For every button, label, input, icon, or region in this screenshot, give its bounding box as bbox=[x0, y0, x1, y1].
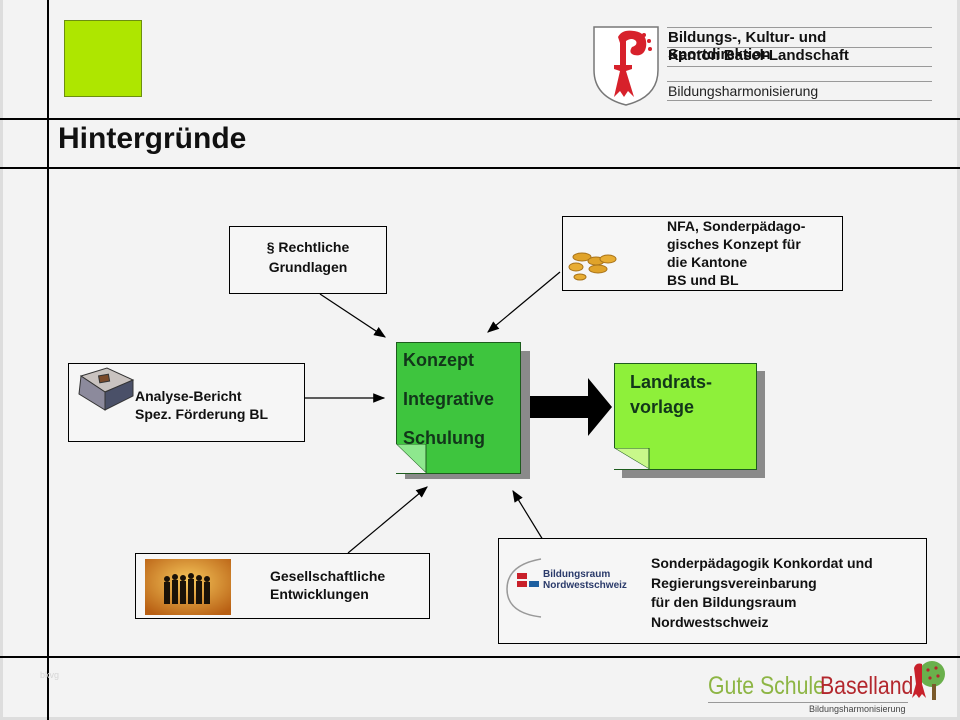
gesellschaft-line2: Entwicklungen bbox=[270, 586, 369, 602]
brand-part2: Baselland bbox=[820, 672, 914, 700]
output-line2: vorlage bbox=[630, 397, 695, 417]
title-divider bbox=[0, 167, 960, 169]
konkordat-line4: Nordwestschweiz bbox=[651, 613, 769, 630]
nfa-line1: NFA, Sonderpädago- bbox=[667, 218, 806, 234]
folded-corner-icon bbox=[396, 444, 427, 474]
bildungsraum-logo: Bildungsraum Nordwestschweiz bbox=[503, 557, 633, 619]
header-divider bbox=[0, 118, 960, 120]
konkordat-line1: Sonderpädagogik Konkordat und bbox=[651, 555, 873, 571]
rechtliche-line2: Grundlagen bbox=[268, 259, 348, 275]
folded-corner-icon-2 bbox=[614, 448, 650, 470]
bildungsraum-arc-icon bbox=[506, 558, 542, 618]
brand-part1: Gute Schule bbox=[708, 672, 825, 700]
tree-logo-icon bbox=[912, 661, 945, 700]
nfa-line4: BS und BL bbox=[667, 272, 739, 288]
department-name: Bildungs-, Kultur- und Sportdirektion bbox=[668, 29, 827, 63]
rechtliche-line1: § Rechtliche bbox=[266, 239, 350, 255]
faint-footer-text: bkvg bbox=[40, 670, 60, 680]
nfa-line3: die Kantone bbox=[667, 254, 748, 270]
center-line2: Integrative bbox=[403, 389, 495, 409]
brand-subtitle: Bildungsharmonisierung bbox=[809, 704, 906, 714]
input-rechtliche: § Rechtliche Grundlagen bbox=[229, 226, 387, 294]
konkordat-line3: für den Bildungsraum bbox=[651, 594, 797, 610]
logo-red-block-2 bbox=[517, 581, 527, 587]
book-icon bbox=[78, 367, 135, 411]
green-accent-square bbox=[64, 20, 142, 97]
canton-logo: Bildungs-, Kultur- und Sportdirektion Ka… bbox=[592, 25, 932, 107]
arrow-konkordat bbox=[512, 489, 544, 541]
logo-text-line1: Bildungsraum bbox=[543, 569, 611, 580]
analyse-line1: Analyse-Bericht bbox=[135, 388, 242, 404]
people-silhouette-icon bbox=[145, 559, 231, 615]
logo-blue-block bbox=[529, 581, 539, 587]
input-nfa: NFA, Sonderpädago- gisches Konzept für d… bbox=[562, 216, 843, 291]
canton-name: Kanton Basel-Landschaft bbox=[668, 47, 849, 64]
output-line1: Landrats- bbox=[630, 372, 713, 392]
vertical-guide-line bbox=[47, 0, 49, 720]
logo-text-line2: Nordwestschweiz bbox=[543, 580, 627, 591]
baselstab-coat-of-arms-icon bbox=[593, 26, 659, 106]
slide-edge-bottom bbox=[0, 717, 960, 720]
center-concept-note: Konzept Integrative Schulung bbox=[396, 342, 521, 474]
center-line1: Konzept bbox=[403, 350, 474, 370]
output-landratsvorlage-note: Landrats- vorlage bbox=[614, 363, 757, 470]
logo-red-block bbox=[517, 573, 527, 579]
center-line3: Schulung bbox=[403, 428, 485, 448]
slide-edge-left bbox=[0, 0, 3, 720]
input-analyse: Analyse-Bericht Spez. Förderung BL bbox=[68, 363, 305, 442]
gesellschaft-line1: Gesellschaftliche bbox=[270, 568, 386, 584]
arrow-rechtliche bbox=[319, 293, 387, 338]
nfa-line2: gisches Konzept für bbox=[667, 236, 801, 252]
arrow-nfa bbox=[487, 271, 561, 333]
footer-divider bbox=[0, 656, 960, 658]
thick-arrow-to-output bbox=[522, 378, 612, 436]
coins-icon bbox=[568, 252, 617, 281]
slide-edge-right bbox=[957, 0, 960, 720]
slide-title: Hintergründe bbox=[58, 122, 247, 155]
arrow-gesellschaft bbox=[347, 486, 428, 554]
input-gesellschaft: Gesellschaftliche Entwicklungen bbox=[135, 553, 430, 619]
brand-underline bbox=[708, 702, 908, 703]
konkordat-line2: Regierungsvereinbarung bbox=[651, 574, 817, 591]
analyse-line2: Spez. Förderung BL bbox=[135, 406, 268, 422]
footer-brand-logo: Gute Schule Baselland Bildungsharmonisie… bbox=[705, 661, 955, 717]
header-subtitle: Bildungsharmonisierung bbox=[668, 83, 819, 99]
input-konkordat: Bildungsraum Nordwestschweiz Sonderpädag… bbox=[498, 538, 927, 644]
